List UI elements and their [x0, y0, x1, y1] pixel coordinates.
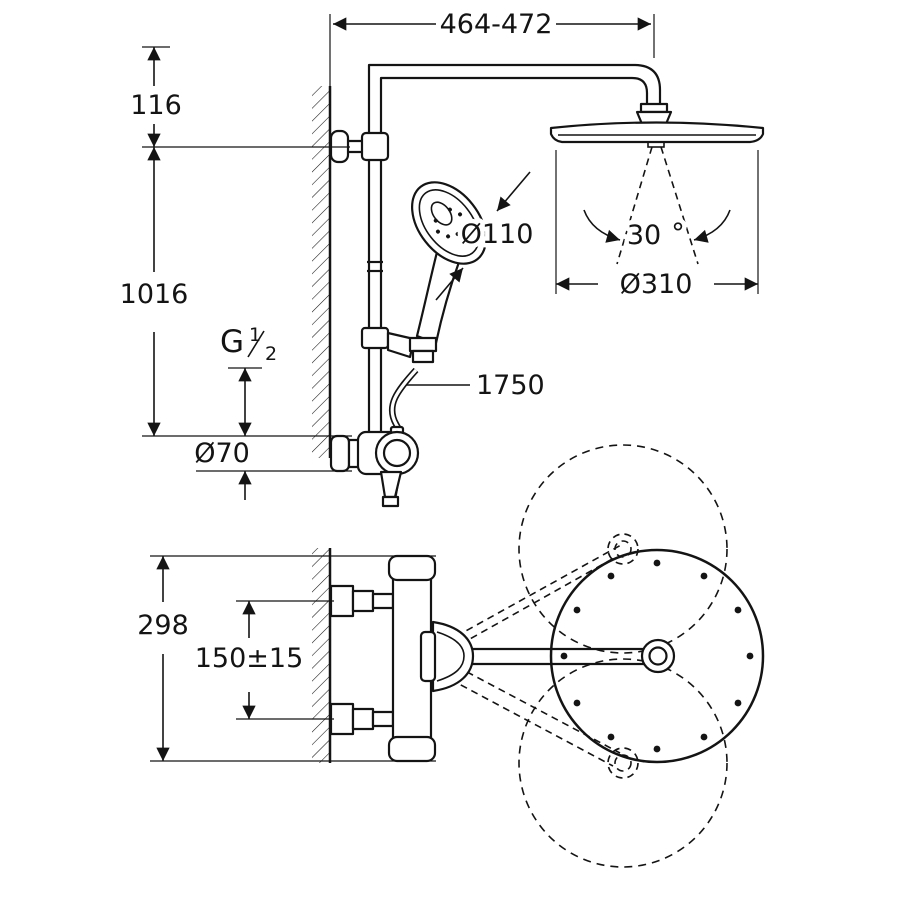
holder-arm	[386, 331, 416, 359]
hand-shower-face-rim	[418, 189, 480, 257]
degree-symbol: °	[671, 218, 685, 249]
angle-arc-left	[583, 209, 621, 243]
spray-hole	[433, 218, 438, 223]
valve-wall-escutcheon	[329, 434, 351, 473]
supply-escutcheon-top	[329, 584, 355, 618]
ghost-joint-lower-outer	[607, 747, 639, 779]
hand-shower-holder	[360, 326, 416, 359]
ghost-joint-upper-outer	[607, 533, 639, 565]
dim-spray-angle: 30 °	[622, 214, 689, 256]
thermostat-valve	[329, 425, 420, 508]
wall-plan	[312, 548, 332, 763]
spray-angle-annotation	[583, 146, 731, 265]
dim-label-1016: 1016	[120, 279, 189, 310]
ghost-arm-upper-1	[434, 544, 622, 649]
spray-hole	[435, 229, 440, 234]
spray-face-dots	[560, 559, 754, 753]
hand-shower-base-plan	[419, 630, 437, 683]
head-shower-circle	[549, 548, 765, 764]
dim-label-1750: 1750	[476, 370, 545, 401]
hand-shower-face-cap	[430, 201, 453, 226]
dim-thread: G 1 2	[215, 320, 282, 436]
dim-label-310: Ø310	[620, 269, 693, 300]
dim-label-110: Ø110	[461, 219, 534, 250]
head-shower-nozzle	[647, 141, 665, 148]
spray-hole	[460, 223, 465, 228]
spray-hole	[446, 234, 451, 239]
thread-denominator: 2	[265, 343, 277, 365]
valve-knob-plan-top	[387, 554, 437, 582]
dim-arrow-upper	[496, 171, 531, 212]
hand-shower-head	[411, 181, 487, 265]
hand-shower-face-outer	[411, 181, 487, 265]
ball-joint-outer	[640, 638, 676, 674]
dim-top-width: 464-472	[333, 5, 655, 58]
valve-knob-plan-bottom	[387, 735, 437, 763]
bracket-collar	[360, 131, 390, 162]
shower-rail-and-arm	[367, 63, 662, 433]
wall-hatching	[312, 86, 330, 458]
dim-hand-shower-diameter: Ø110	[435, 171, 538, 301]
fraction-slash	[247, 330, 265, 358]
spray-hole	[458, 212, 463, 217]
arm-inner-line	[379, 76, 649, 433]
spray-hole	[455, 232, 460, 237]
dim-supply-spacing: 150±15	[190, 600, 334, 720]
arm-outer-line	[367, 63, 662, 433]
holder-collar	[360, 326, 390, 350]
dim-rail-height: 1016	[115, 147, 352, 437]
dim-label-298: 298	[137, 610, 189, 641]
head-shower	[549, 102, 765, 148]
dim-escutcheon-diameter: Ø70	[190, 434, 352, 500]
hand-shower-bell-plan	[431, 620, 475, 693]
dim-head-shower-diameter: Ø310	[555, 150, 759, 305]
angle-arc-right	[693, 209, 731, 243]
dim-label-116: 116	[130, 90, 182, 121]
spray-line-left	[616, 146, 653, 265]
supply-nipple-top	[371, 592, 395, 610]
hose-nut	[381, 495, 400, 508]
spray-hole	[447, 207, 452, 212]
head-connector-upper	[639, 102, 669, 114]
supply-union-bottom	[351, 707, 375, 731]
handle-fitting-lower	[411, 349, 435, 364]
dim-plan-depth: 298	[133, 555, 436, 762]
supply-union-top	[351, 589, 375, 613]
wall-elevation	[312, 14, 332, 458]
dim-arrow-lower	[435, 267, 464, 301]
spray-line-right	[660, 146, 699, 265]
head-shower-plate	[549, 121, 765, 144]
hose-cone-fitting	[379, 470, 403, 499]
hand-shower-bell-inner	[436, 631, 465, 682]
handle-fitting-upper	[408, 336, 438, 353]
hand-shower-plan	[419, 620, 475, 693]
ghost-joint-lower-inner	[614, 754, 632, 772]
supply-escutcheon-bottom	[329, 702, 355, 736]
dim-top-offset: 116	[126, 46, 350, 148]
valve-knob-outer	[374, 430, 420, 476]
thread-numerator: 1	[249, 324, 261, 346]
ghost-arm-lower-2	[428, 667, 614, 767]
valve-knob-inner	[382, 438, 412, 468]
angle-value: 30	[627, 220, 661, 251]
wall-hatching-plan	[312, 548, 330, 763]
thread-letter: G	[220, 324, 244, 360]
dim-hose-length: 1750	[406, 366, 549, 406]
dim-label-150: 150±15	[195, 643, 304, 674]
dim-label-70: Ø70	[194, 438, 250, 469]
head-shower-plan	[549, 548, 765, 764]
ball-joint-inner	[648, 646, 668, 666]
supply-nipple-bottom	[371, 710, 395, 728]
swivel-circle-lower	[518, 658, 728, 868]
dim-label-top-width: 464-472	[440, 9, 553, 40]
hand-shower	[408, 181, 487, 364]
swivel-circle-upper	[518, 444, 728, 654]
valve-plan	[329, 554, 437, 763]
